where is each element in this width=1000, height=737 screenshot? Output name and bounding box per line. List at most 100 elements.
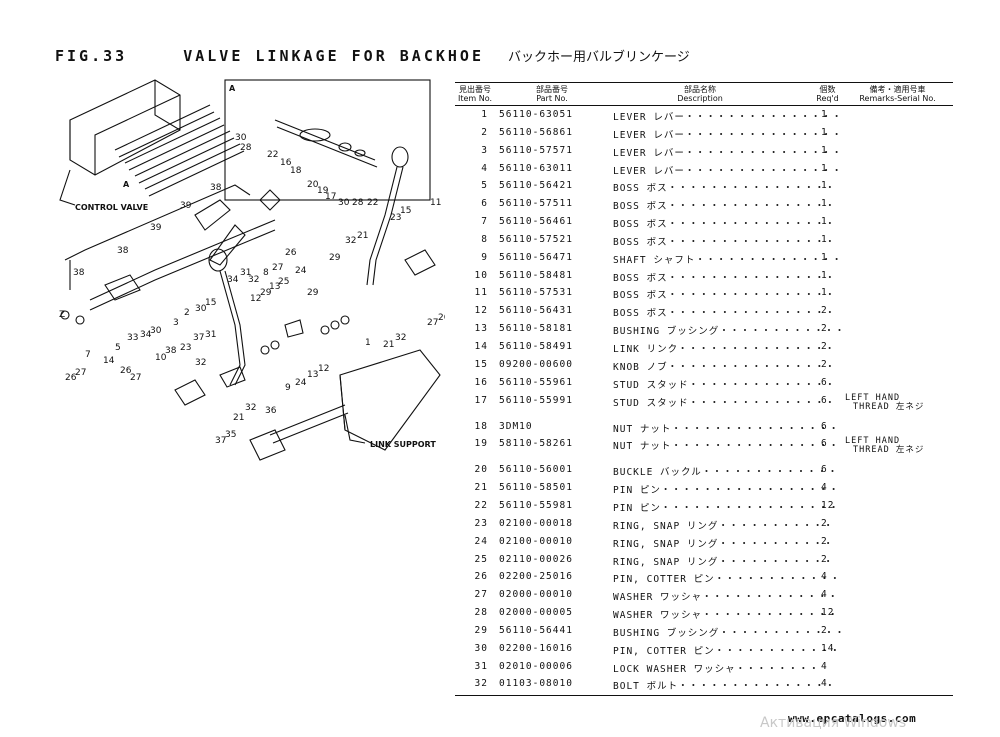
- svg-text:21: 21: [357, 231, 368, 241]
- svg-text:30: 30: [150, 326, 162, 336]
- item-number: 32: [474, 678, 488, 690]
- description: STUD スタッド・・・・・・・・・・・・・・: [613, 397, 836, 409]
- item-number: 15: [474, 358, 488, 370]
- part-number: 56110-56441: [499, 624, 573, 636]
- quantity: 6: [821, 394, 828, 406]
- quantity: 4: [821, 678, 828, 690]
- remarks-line-2: THREAD 左ネジ: [853, 445, 925, 456]
- svg-text:32: 32: [395, 333, 406, 343]
- quantity: 1: [821, 109, 828, 120]
- quantity: 4: [821, 589, 828, 601]
- svg-text:20: 20: [307, 180, 319, 190]
- col-req-en: Req'd: [816, 94, 839, 103]
- part-number: 56110-57531: [499, 287, 573, 299]
- item-number: 20: [474, 464, 488, 476]
- quantity: 2: [821, 517, 828, 529]
- svg-text:22: 22: [367, 198, 378, 208]
- quantity: 2: [821, 624, 828, 636]
- part-number: 56110-56861: [499, 126, 573, 138]
- svg-text:15: 15: [205, 298, 216, 308]
- quantity: 2: [821, 340, 828, 352]
- svg-text:38: 38: [165, 346, 177, 356]
- link-support-label: LINK SUPPORT: [370, 440, 436, 449]
- quantity: 1: [821, 216, 828, 228]
- part-number: 56110-55961: [499, 376, 573, 388]
- col-item-header: 見出番号 Item No.: [455, 85, 495, 103]
- description: NUT ナット・・・・・・・・・・・・・・・・: [613, 423, 840, 435]
- description: STUD スタッド・・・・・・・・・・・・・・: [613, 379, 836, 391]
- col-part-jp: 部品番号: [536, 85, 568, 94]
- col-desc-header: 部品名称 Description: [655, 85, 745, 103]
- description: LEVER レバー・・・・・・・・・・・・・・・: [613, 147, 843, 159]
- svg-text:29: 29: [307, 288, 319, 298]
- quantity: 2: [821, 535, 828, 547]
- svg-text:11: 11: [430, 198, 441, 208]
- quantity: 2: [821, 358, 828, 370]
- remarks-line-1: LEFT HAND: [845, 392, 901, 403]
- valve-spools: [114, 104, 245, 197]
- item-number: 13: [474, 323, 488, 335]
- part-number: 3DM10: [499, 420, 533, 432]
- svg-text:1: 1: [365, 338, 371, 348]
- item-number: 28: [474, 607, 488, 619]
- part-number: 56110-57571: [499, 144, 573, 156]
- col-remarks-jp: 備考・適用号車: [869, 85, 926, 94]
- svg-text:24: 24: [295, 378, 307, 388]
- svg-text:18: 18: [290, 166, 302, 176]
- part-number: 02200-25016: [499, 571, 573, 583]
- item-number: 21: [474, 482, 488, 494]
- quantity: 4: [821, 571, 828, 583]
- item-number: 4: [481, 162, 488, 174]
- svg-text:38: 38: [210, 183, 222, 193]
- quantity: 12: [821, 500, 835, 512]
- control-valve-label: CONTROL VALVE: [75, 203, 148, 212]
- svg-text:28: 28: [240, 143, 252, 153]
- quantity: 1: [821, 269, 828, 281]
- item-number: 25: [474, 553, 488, 565]
- svg-text:24: 24: [295, 266, 307, 276]
- svg-text:10: 10: [155, 353, 167, 363]
- description: NUT ナット・・・・・・・・・・・・・・・・: [613, 441, 840, 453]
- quantity: 6: [821, 376, 828, 388]
- part-number: 02200-16016: [499, 642, 573, 654]
- item-number: 6: [481, 198, 488, 210]
- description: BOSS ボス・・・・・・・・・・・・・・・・: [613, 219, 836, 231]
- page-title: FIG.33 VALVE LINKAGE FOR BACKHOE バックホー用バ…: [55, 46, 690, 65]
- item-number: 18: [474, 420, 488, 432]
- svg-text:13: 13: [269, 282, 280, 292]
- arrow-a-label: A: [123, 180, 130, 189]
- svg-text:30: 30: [235, 133, 247, 143]
- part-number: 02000-00010: [499, 589, 573, 601]
- part-number: 56110-63051: [499, 109, 573, 120]
- svg-text:26: 26: [120, 366, 132, 376]
- item-number: 3: [481, 144, 488, 156]
- col-item-jp: 見出番号: [459, 85, 491, 94]
- part-number: 02010-00006: [499, 660, 573, 672]
- quantity: 1: [821, 198, 828, 210]
- site-url: www.epcatalogs.com: [788, 712, 917, 725]
- remarks-line-2: THREAD 左ネジ: [853, 401, 925, 412]
- svg-text:27: 27: [272, 263, 283, 273]
- col-part-en: Part No.: [536, 94, 568, 103]
- svg-text:28: 28: [352, 198, 364, 208]
- part-number: 56110-58181: [499, 323, 573, 335]
- svg-text:3: 3: [173, 318, 179, 328]
- figure-number: FIG.33: [55, 47, 128, 65]
- part-number: 02000-00005: [499, 607, 573, 619]
- svg-text:23: 23: [390, 213, 401, 223]
- description: PIN ピン・・・・・・・・・・・・・・・・・: [613, 503, 840, 515]
- svg-text:17: 17: [325, 192, 336, 202]
- col-item-en: Item No.: [457, 94, 493, 103]
